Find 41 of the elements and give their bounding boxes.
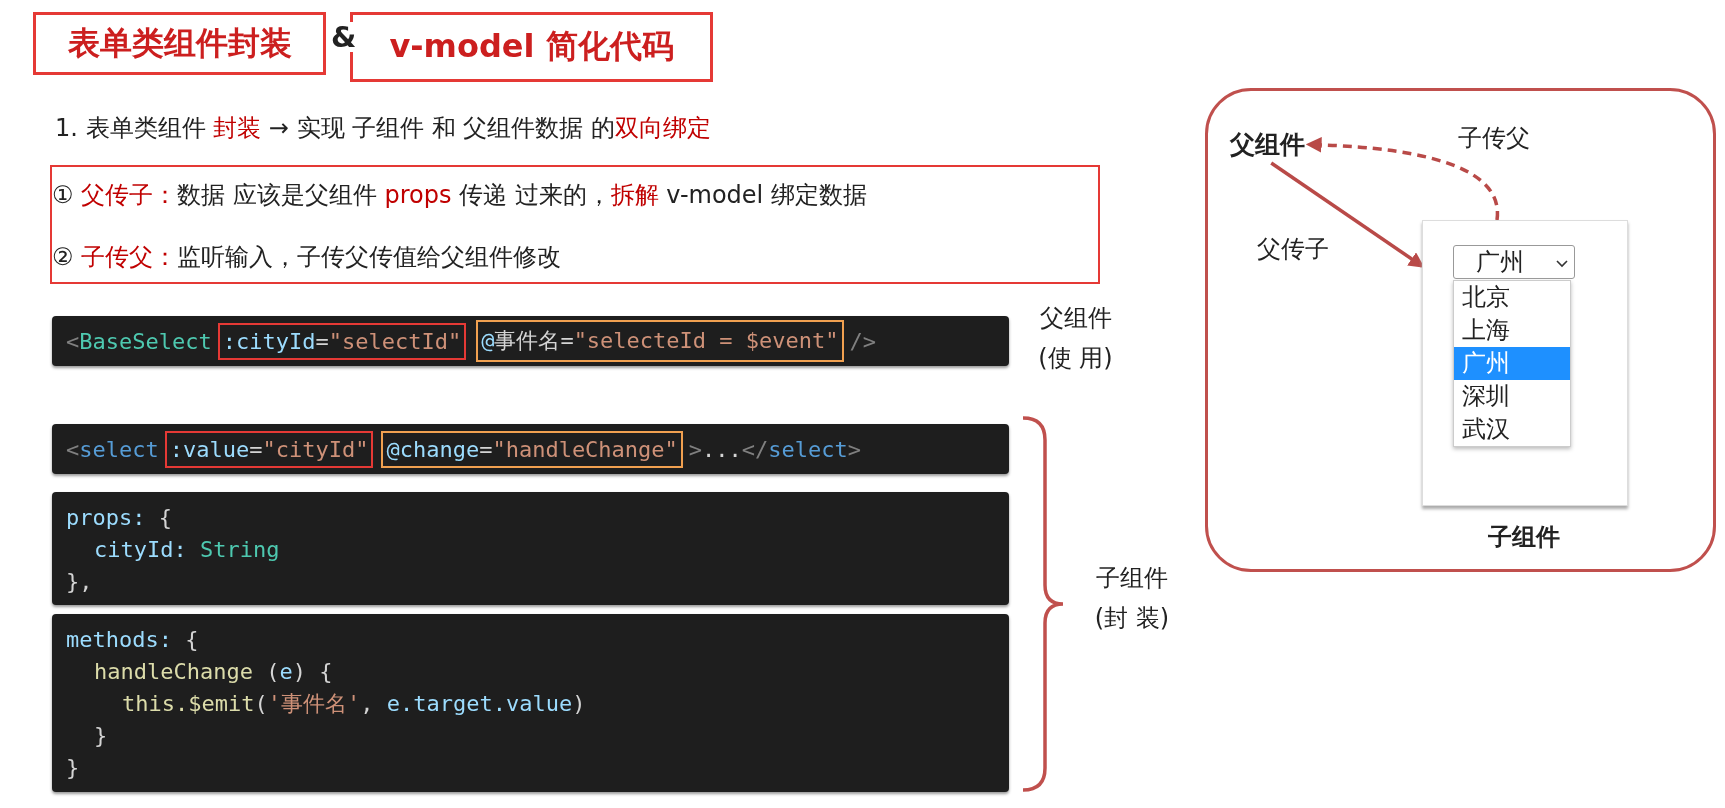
code-block — [52, 614, 1009, 792]
arrow — [1305, 137, 1499, 221]
label-text: (封 装) — [1093, 603, 1171, 634]
node-label: 父组件 — [1038, 303, 1113, 334]
code-line: props: { — [66, 504, 173, 532]
code-line: } — [93, 722, 109, 750]
note-box — [50, 165, 1100, 284]
note-text: ② 子传父：监听输入，子传父传值给父组件修改 — [52, 242, 562, 273]
option-item: 深圳 — [1461, 381, 1511, 412]
highlight-box: @事件名="selecteId = $event" — [476, 320, 844, 362]
select-box: 广州 — [1453, 245, 1575, 279]
title-box: 表单类组件封装 — [33, 12, 326, 75]
node-label: 父组件 — [1230, 128, 1305, 161]
code-line: }, — [66, 568, 94, 596]
ampersand: & — [330, 22, 358, 52]
code-line: handleChange (e) { — [93, 658, 334, 686]
code-block — [52, 424, 1009, 474]
code-line: this.$emit('事件名', e.target.value) — [121, 690, 587, 718]
option-item: 武汉 — [1461, 414, 1511, 445]
label-text: 子组件 — [1095, 563, 1169, 594]
code-block — [52, 316, 1009, 366]
highlight-box: @change="handleChange" — [381, 430, 683, 468]
code-text: <BaseSelect — [66, 328, 212, 354]
option-item: 广州 — [1454, 347, 1570, 380]
code-text: >...</select> — [688, 436, 862, 462]
code-text: /> — [849, 328, 877, 354]
note-text: ① 父传子：数据 应该是父组件 props 传递 过来的，拆解 v-model 绑定数据 — [52, 180, 867, 211]
code-block — [52, 492, 1009, 605]
code-text: <select — [66, 436, 159, 462]
dropdown-screenshot — [1422, 220, 1628, 506]
node-label: (使 用) — [1037, 343, 1114, 374]
code-line: methods: { — [66, 626, 200, 654]
code-line: } — [66, 754, 81, 782]
highlight-box: :cityId="selectId" — [217, 322, 467, 360]
code-line: cityId: String — [93, 536, 281, 564]
highlight-box: :value="cityId" — [164, 430, 374, 468]
node-label: 子组件 — [1487, 522, 1561, 553]
option-item: 上海 — [1461, 315, 1511, 346]
rounded-panel — [1205, 88, 1716, 572]
label-text: 1. 表单类组件 封装 → 实现 子组件 和 父组件数据 的双向绑定 — [55, 113, 712, 144]
option-item: 北京 — [1461, 282, 1511, 313]
